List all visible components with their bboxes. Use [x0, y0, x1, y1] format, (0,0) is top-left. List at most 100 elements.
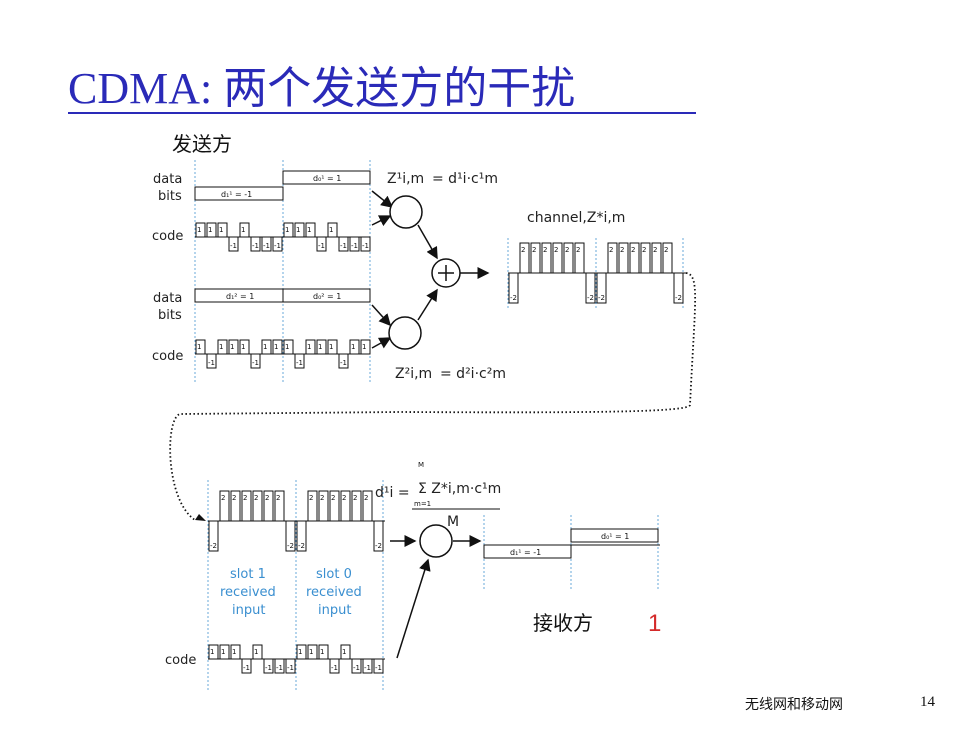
received-chip-bar: [307, 490, 318, 522]
channel-chip-label: 2: [565, 246, 569, 254]
page-title: CDMA: 两个发送方的干扰: [68, 64, 576, 113]
code-label-1: code: [152, 229, 183, 244]
received-chip-bar: [296, 520, 307, 552]
code3-chip-label: 1: [298, 648, 302, 656]
multiplier-1: [389, 195, 423, 229]
code2-chip-label: -1: [340, 359, 347, 367]
received-chip-bar: [329, 490, 340, 522]
receiver-number: 1: [648, 610, 661, 637]
arrow-bits1-mult: [371, 190, 394, 208]
data-label-1: data: [153, 172, 182, 187]
received-chip-bar: [252, 490, 263, 522]
sender1-bit0: d₀¹ = 1: [313, 174, 341, 183]
output-bit1: d₁¹ = -1: [510, 548, 541, 557]
code3-chip-label: 1: [221, 648, 225, 656]
code3-chip-label: -1: [364, 664, 371, 672]
channel-chip-bar: [607, 242, 618, 274]
channel-chip-label: 2: [620, 246, 624, 254]
channel-chip-label: 2: [631, 246, 635, 254]
code3-chip-bar: [230, 644, 241, 660]
code3-chip-label: -1: [375, 664, 382, 672]
slot1-label-l1: slot 1: [230, 567, 266, 582]
channel-chip-bar: [585, 272, 596, 304]
received-chip-label: 2: [221, 494, 225, 502]
slot1-label-l2: received: [220, 585, 276, 600]
code1-chip-label: 1: [307, 226, 311, 234]
sender1-eq-lhs: Z¹i,m: [387, 171, 424, 187]
arrow-code-recv-mult: [396, 558, 431, 659]
code3-chip-label: -1: [331, 664, 338, 672]
code3-chip-bar: [263, 658, 274, 674]
code2-chip-bar: [283, 339, 294, 355]
multiplier-2: [388, 316, 422, 350]
sender2-eq-rhs: = d²i·c²m: [440, 366, 506, 382]
received-chip-label: 2: [342, 494, 346, 502]
code2-chip-bar: [195, 339, 206, 355]
arrow-mult1-adder: [417, 224, 438, 260]
received-chip-label: 2: [254, 494, 258, 502]
received-chip-bar: [285, 520, 296, 552]
received-chip-label: 2: [309, 494, 313, 502]
channel-chip-label: -2: [598, 294, 605, 302]
received-chip-label: 2: [243, 494, 247, 502]
code3-chip-bar: [208, 644, 219, 660]
output-bit0-box: [570, 528, 659, 543]
received-chip-bar: [274, 490, 285, 522]
slot0-label-l2: received: [306, 585, 362, 600]
channel-chip-label: 2: [521, 246, 525, 254]
code3-chip-bar: [219, 644, 230, 660]
sender1-eq-rhs: = d¹i·c¹m: [432, 171, 498, 187]
code1-chip-label: 1: [285, 226, 289, 234]
received-chip-bar: [351, 490, 362, 522]
channel-chip-label: 2: [543, 246, 547, 254]
code1-chip-label: -1: [362, 242, 369, 250]
code1-chip-label: 1: [197, 226, 201, 234]
code2-chip-label: -1: [252, 359, 259, 367]
received-chip-label: 2: [320, 494, 324, 502]
channel-chip-bar: [541, 242, 552, 274]
code3-chip-bar: [274, 658, 285, 674]
code3-chip-bar: [285, 658, 296, 674]
received-chip-label: 2: [364, 494, 368, 502]
code-label-recv: code: [165, 653, 196, 668]
code-label-2: code: [152, 349, 183, 364]
code1-chip-bar: [239, 222, 250, 238]
code1-chip-bar: [283, 222, 294, 238]
code1-chip-bar: [316, 236, 327, 252]
code1-chip-label: 1: [329, 226, 333, 234]
channel-label: channel,Z*i,m: [527, 210, 625, 226]
code3-chip-label: 1: [309, 648, 313, 656]
arrow-code2-mult: [371, 337, 392, 349]
received-chip-label: 2: [265, 494, 269, 502]
code1-chip-label: -1: [351, 242, 358, 250]
code3-chip-bar: [362, 658, 373, 674]
sender2-bit1: d₁² = 1: [226, 292, 254, 301]
recv-eq-den: M: [447, 514, 459, 530]
code2-chip-label: 1: [274, 343, 278, 351]
sender1-bit1: d₁¹ = -1: [221, 190, 252, 199]
channel-chip-label: -2: [587, 294, 594, 302]
code1-chip-label: -1: [230, 242, 237, 250]
code2-chip-label: 1: [241, 343, 245, 351]
recv-eq-sum: Σ Z*i,m·c¹m: [418, 481, 501, 497]
received-chip-bar: [263, 490, 274, 522]
code1-chip-bar: [195, 222, 206, 238]
arrow-code1-mult: [371, 215, 392, 227]
channel-chip-label: 2: [653, 246, 657, 254]
channel-chip-bar: [651, 242, 662, 274]
received-chip-label: 2: [353, 494, 357, 502]
code1-chip-bar: [338, 236, 349, 252]
code1-chip-label: -1: [340, 242, 347, 250]
code2-chip-bar: [338, 353, 349, 369]
code2-chip-bar: [250, 353, 261, 369]
code3-chip-label: 1: [342, 648, 346, 656]
received-chip-label: 2: [276, 494, 280, 502]
channel-chip-bar: [673, 272, 684, 304]
code2-chip-bar: [305, 339, 316, 355]
code3-chip-bar: [318, 644, 329, 660]
code1-chip-bar: [305, 222, 316, 238]
code2-chip-bar: [217, 339, 228, 355]
code2-chip-label: 1: [219, 343, 223, 351]
